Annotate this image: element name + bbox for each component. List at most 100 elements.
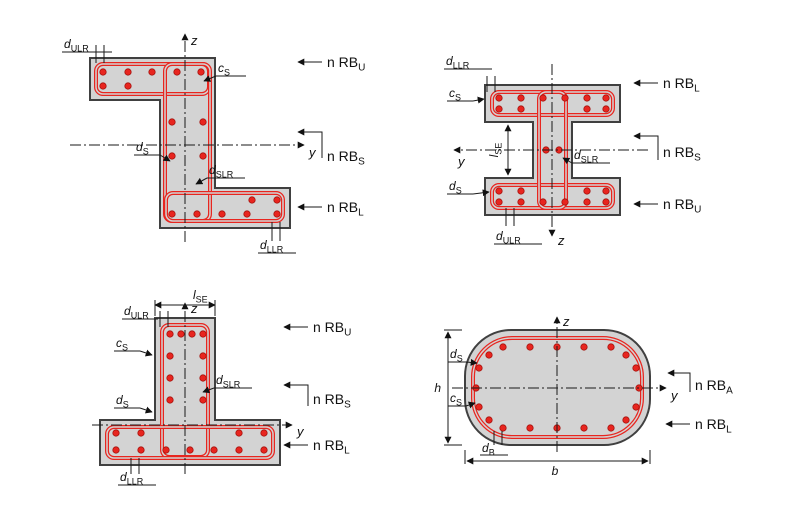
label-c-s: cS bbox=[450, 391, 462, 408]
callout-elbow-arrow bbox=[283, 381, 309, 406]
label-d-s: dS bbox=[450, 347, 463, 364]
callout-elbow-arrow bbox=[667, 369, 691, 392]
panel-t-section: z y lSE dULR cS dSLR dS bbox=[92, 288, 351, 487]
callout-rb-s: n RBS bbox=[297, 128, 365, 168]
label-l-se: lSE bbox=[487, 143, 504, 158]
dim-d-ulr: dULR bbox=[122, 304, 169, 327]
label-n-rb-a: n RBA bbox=[695, 377, 733, 397]
rebar-dot bbox=[248, 196, 256, 204]
rebar-dot bbox=[235, 429, 243, 437]
callout-rb-u: n RBU bbox=[297, 54, 365, 74]
leader-arrow bbox=[139, 406, 153, 414]
callout-rb-u: n RBU bbox=[633, 196, 701, 216]
rebar-dot bbox=[517, 105, 525, 113]
rebar-dot bbox=[580, 424, 588, 432]
label-d-s: dS bbox=[449, 179, 462, 196]
rebar-dot bbox=[124, 68, 132, 76]
rebar-dot bbox=[199, 330, 207, 338]
rebar-dot bbox=[583, 198, 591, 206]
z-axis-label: z bbox=[190, 301, 198, 316]
dim-d-llr: dLLR bbox=[444, 54, 496, 92]
label-d-ulr: dULR bbox=[496, 229, 521, 246]
leader-arrow bbox=[562, 157, 573, 165]
y-axis-label: y bbox=[308, 145, 317, 160]
rebar-dot bbox=[166, 374, 174, 382]
rebar-dot bbox=[166, 352, 174, 360]
rebar-dot bbox=[485, 351, 493, 359]
label-n-rb-u: n RBU bbox=[327, 54, 365, 74]
leader-arrow bbox=[195, 177, 208, 185]
rebar-dot bbox=[583, 187, 591, 195]
panel-oblong-section: z y h dS cS dB b bbox=[434, 314, 733, 478]
leader-arrow bbox=[472, 189, 490, 197]
rebar-dot bbox=[561, 198, 569, 206]
dim-d-ulr: dULR bbox=[62, 37, 112, 63]
rebar-dot bbox=[168, 210, 176, 218]
dim-c-s: cS bbox=[203, 61, 246, 82]
rebar-dot bbox=[632, 403, 640, 411]
rebar-dot bbox=[199, 396, 207, 404]
rebar-dot bbox=[499, 343, 507, 351]
label-c-s: cS bbox=[449, 86, 461, 103]
rebar-dot bbox=[580, 343, 588, 351]
rebar-dot bbox=[602, 187, 610, 195]
callout-rb-a: n RBA bbox=[667, 369, 733, 397]
rebar-dot bbox=[602, 198, 610, 206]
rebar-dot bbox=[137, 429, 145, 437]
rebar-dot bbox=[622, 416, 630, 424]
y-axis-label: y bbox=[457, 154, 466, 169]
rebar-dot bbox=[193, 210, 201, 218]
callout-rb-u: n RBU bbox=[283, 319, 351, 339]
leader-arrow bbox=[465, 358, 478, 366]
rebar-dot bbox=[186, 446, 194, 454]
rebar-dot bbox=[99, 68, 107, 76]
rebar-dot bbox=[602, 105, 610, 113]
y-axis-label: y bbox=[670, 388, 679, 403]
rebar-dot bbox=[166, 396, 174, 404]
stirrup-inner bbox=[165, 192, 284, 222]
leader-arrow bbox=[159, 154, 171, 162]
callout-elbow-arrow bbox=[297, 128, 323, 158]
rebar-dot bbox=[526, 343, 534, 351]
label-d-slr: dSLR bbox=[574, 148, 599, 165]
panel-i-section: y z dLLR cS lSE dSLR dS dULR bbox=[444, 54, 701, 248]
rebar-dot bbox=[495, 187, 503, 195]
rebar-dot bbox=[199, 118, 207, 126]
rebar-dot bbox=[235, 446, 243, 454]
rebar-dot bbox=[177, 330, 185, 338]
dim-d-s: dS bbox=[114, 393, 153, 414]
dim-d-slr: dSLR bbox=[202, 373, 252, 394]
rebar-dot bbox=[561, 94, 569, 102]
callout-rb-l: n RBL bbox=[297, 199, 364, 219]
rebar-dot bbox=[148, 68, 156, 76]
rebar-dot bbox=[475, 403, 483, 411]
dim-d-slr: dSLR bbox=[195, 163, 245, 185]
rebar-dot bbox=[188, 330, 196, 338]
label-n-rb-l: n RBL bbox=[327, 199, 364, 219]
rebar-dot bbox=[583, 105, 591, 113]
label-d-llr: dLLR bbox=[446, 54, 470, 71]
rebar-dot bbox=[137, 446, 145, 454]
callout-rb-s: n RBS bbox=[283, 381, 351, 411]
rebar-dot bbox=[602, 94, 610, 102]
rebar-dot bbox=[210, 446, 218, 454]
rebar-dot bbox=[539, 94, 547, 102]
label-d-llr: dLLR bbox=[120, 470, 144, 487]
rebar-dot bbox=[260, 429, 268, 437]
dim-c-s: cS bbox=[447, 86, 485, 104]
label-n-rb-s: n RBS bbox=[327, 148, 365, 168]
dim-d-llr: dLLR bbox=[258, 222, 296, 255]
rebar-dot bbox=[273, 210, 281, 218]
rebar-dot bbox=[517, 94, 525, 102]
label-d-s: dS bbox=[116, 393, 129, 410]
label-h: h bbox=[434, 381, 441, 395]
label-n-rb-s: n RBS bbox=[313, 391, 351, 411]
dim-l-se: lSE bbox=[154, 288, 216, 316]
rebar-dot bbox=[173, 68, 181, 76]
callout-rb-s: n RBS bbox=[633, 132, 701, 164]
label-n-rb-l: n RBL bbox=[313, 437, 350, 457]
label-n-rb-l: n RBL bbox=[695, 416, 732, 436]
rebar-dot bbox=[168, 152, 176, 160]
y-axis-label: y bbox=[296, 424, 305, 439]
rebar-dot bbox=[197, 68, 205, 76]
